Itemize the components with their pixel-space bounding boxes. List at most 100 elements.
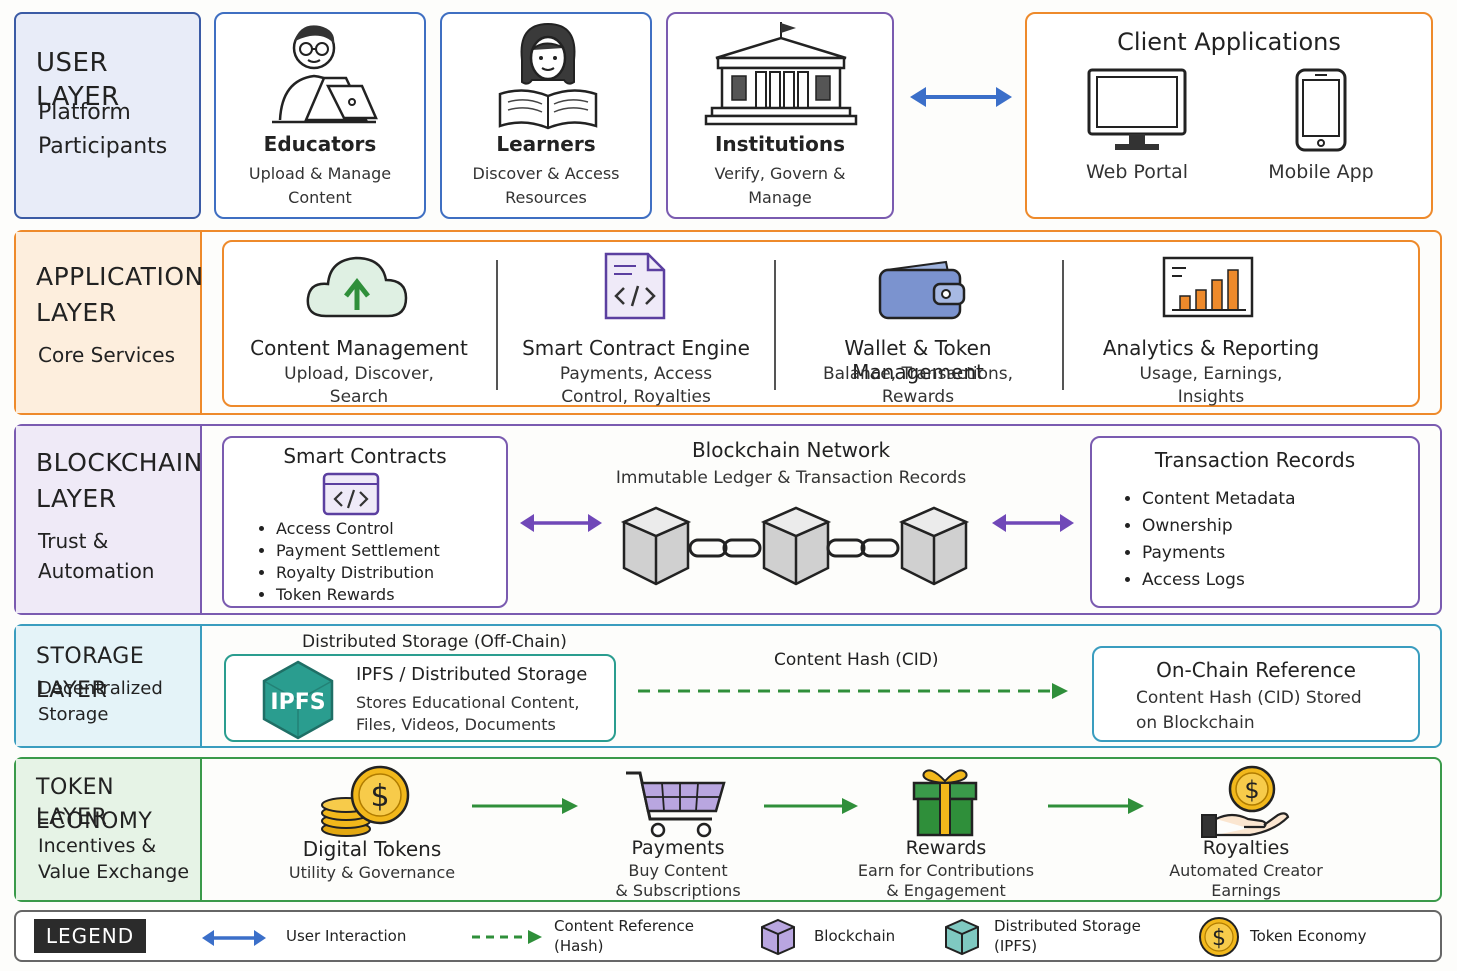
blockchain-network-subtitle: Immutable Ledger & Transaction Records xyxy=(615,468,967,488)
smart-contract-engine-service[interactable]: Smart Contract Engine Payments, Access C… xyxy=(516,242,756,407)
educators-desc: Upload & Manage Content xyxy=(248,164,392,207)
coins-icon: $ xyxy=(321,765,410,837)
onchain-reference-card[interactable]: On-Chain Reference Content Hash (CID) St… xyxy=(1092,646,1420,742)
blockchain-layer-title-2: LAYER xyxy=(36,484,117,513)
ipfs-desc: Stores Educational Content, Files, Video… xyxy=(356,693,580,734)
list-item: Royalty Distribution xyxy=(276,562,440,584)
learners-desc: Discover & Access Resources xyxy=(472,164,620,207)
dashed-arrow-icon xyxy=(638,683,1068,699)
svg-text:$: $ xyxy=(370,779,389,814)
blockchain-layer-header: BLOCKCHAIN LAYER Trust & Automation xyxy=(16,426,202,613)
blockchain-layer-title-1: BLOCKCHAIN xyxy=(36,448,203,477)
service-title: Content Management xyxy=(250,336,468,360)
ipfs-storage-card[interactable]: IPFS IPFS / Distributed Storage Stores E… xyxy=(224,654,616,742)
flow-arrow-icon xyxy=(764,798,858,814)
divider xyxy=(1062,260,1064,390)
storage-layer-subtitle-2: Storage xyxy=(38,704,109,725)
legend-label: Distributed Storage (IPFS) xyxy=(994,917,1141,955)
legend-label: Blockchain xyxy=(814,927,896,945)
content-hash-label: Content Hash (CID) xyxy=(774,650,939,670)
application-layer-title-1: APPLICATION xyxy=(36,262,204,291)
cube-icon xyxy=(761,918,795,956)
wallet-icon xyxy=(878,260,966,320)
user-layer-subtitle-1: Platform xyxy=(38,100,131,125)
double-arrow-icon xyxy=(202,930,266,946)
mobile-phone-icon xyxy=(1295,68,1347,152)
token-layer-subtitle-2: Value Exchange xyxy=(38,861,190,883)
bidirectional-arrow-icon xyxy=(992,514,1074,532)
token-step-desc: Buy Content & Subscriptions xyxy=(615,861,741,900)
user-layer-title: USER LAYER xyxy=(36,48,120,112)
divider xyxy=(496,260,498,390)
shopping-cart-icon xyxy=(626,771,726,838)
legend-bar: LEGEND User Interaction Content Referenc… xyxy=(14,910,1442,962)
cube-icon xyxy=(898,506,970,586)
user-layer-header: USER LAYER Platform Participants xyxy=(14,12,201,219)
list-item: Ownership xyxy=(1142,513,1296,540)
client-applications-card[interactable]: Client Applications Web Portal Mobile Ap… xyxy=(1025,12,1433,219)
storage-layer-header: STORAGE LAYER Decentralized Storage xyxy=(16,626,202,746)
divider xyxy=(774,260,776,390)
application-layer: APPLICATION LAYER Core Services Content … xyxy=(14,230,1442,415)
token-step-desc: Automated Creator Earnings xyxy=(1169,861,1323,900)
blockchain-layer-subtitle-2: Automation xyxy=(38,559,155,583)
learners-card[interactable]: Learners Discover & Access Resources xyxy=(440,12,652,219)
teal-cube-icon xyxy=(945,918,979,956)
royalties-step[interactable]: $ Royalties Automated Creator Earnings xyxy=(1154,759,1338,900)
list-item: Access Control xyxy=(276,518,440,540)
core-services-panel: Content Management Upload, Discover, Sea… xyxy=(222,240,1420,407)
gift-icon xyxy=(912,769,978,837)
application-layer-header: APPLICATION LAYER Core Services xyxy=(16,232,204,413)
ipfs-logo-text: IPFS xyxy=(270,690,325,715)
digital-tokens-step[interactable]: $ Digital Tokens Utility & Governance xyxy=(282,759,462,899)
learners-title: Learners xyxy=(496,132,596,156)
cube-icon xyxy=(620,506,692,586)
legend-title: LEGEND xyxy=(34,919,146,953)
storage-layer: STORAGE LAYER Decentralized Storage Dist… xyxy=(14,624,1442,748)
ipfs-title: IPFS / Distributed Storage xyxy=(356,664,588,685)
educators-card[interactable]: Educators Upload & Manage Content xyxy=(214,12,426,219)
svg-text:$: $ xyxy=(1212,926,1226,951)
client-applications-title: Client Applications xyxy=(1117,28,1341,56)
onchain-reference-title: On-Chain Reference xyxy=(1156,658,1356,682)
blockchain-chain-icon xyxy=(620,506,970,586)
mobile-app-label[interactable]: Mobile App xyxy=(1268,161,1374,183)
monitor-icon xyxy=(1087,68,1187,150)
onchain-reference-desc-2: on Blockchain xyxy=(1136,713,1255,733)
dollar-coin-icon: $ xyxy=(1199,917,1239,957)
flow-arrow-icon xyxy=(472,798,578,814)
analytics-reporting-service[interactable]: Analytics & Reporting Usage, Earnings, I… xyxy=(1086,242,1336,407)
web-portal-label[interactable]: Web Portal xyxy=(1085,161,1189,183)
dashed-arrow-icon xyxy=(472,930,542,944)
smart-contracts-title: Smart Contracts xyxy=(283,444,447,468)
token-layer-header: TOKEN ECONOMY LAYER Incentives & Value E… xyxy=(16,759,202,900)
storage-layer-title: STORAGE LAYER xyxy=(36,644,145,703)
transaction-records-card[interactable]: Transaction Records Content Metadata Own… xyxy=(1090,436,1420,608)
cube-icon xyxy=(760,506,832,586)
svg-text:$: $ xyxy=(1244,776,1259,804)
content-management-service[interactable]: Content Management Upload, Discover, Sea… xyxy=(244,242,474,407)
institution-building-icon xyxy=(704,22,858,126)
smart-contracts-card[interactable]: Smart Contracts Access Control Payment S… xyxy=(222,436,508,608)
transaction-records-title: Transaction Records xyxy=(1154,448,1356,472)
storage-layer-subtitle-1: Decentralized xyxy=(38,678,163,699)
educator-laptop-icon xyxy=(272,25,378,124)
token-economy-layer: TOKEN ECONOMY LAYER Incentives & Value E… xyxy=(14,757,1442,902)
token-step-desc: Earn for Contributions & Engagement xyxy=(857,861,1035,900)
onchain-reference-desc-1: Content Hash (CID) Stored xyxy=(1136,688,1362,708)
list-item: Token Rewards xyxy=(276,584,440,606)
rewards-step[interactable]: Rewards Earn for Contributions & Engagem… xyxy=(854,759,1038,900)
blockchain-network-title: Blockchain Network xyxy=(691,438,891,462)
token-step-title: Payments xyxy=(631,837,725,859)
payments-step[interactable]: Payments Buy Content & Subscriptions xyxy=(588,759,768,900)
service-desc: Payments, Access Control, Royalties xyxy=(559,364,713,407)
flow-arrow-icon xyxy=(1048,798,1144,814)
bidirectional-arrow-icon xyxy=(520,514,602,532)
institutions-card[interactable]: Institutions Verify, Govern & Manage xyxy=(666,12,894,219)
wallet-token-service[interactable]: Wallet & Token Management Balance, Trans… xyxy=(784,242,1052,407)
institutions-desc: Verify, Govern & Manage xyxy=(714,164,846,207)
smart-contracts-list: Access Control Payment Settlement Royalt… xyxy=(254,518,440,606)
list-item: Content Metadata xyxy=(1142,486,1296,513)
offchain-label: Distributed Storage (Off-Chain) xyxy=(302,632,567,652)
service-title: Smart Contract Engine xyxy=(522,336,750,360)
